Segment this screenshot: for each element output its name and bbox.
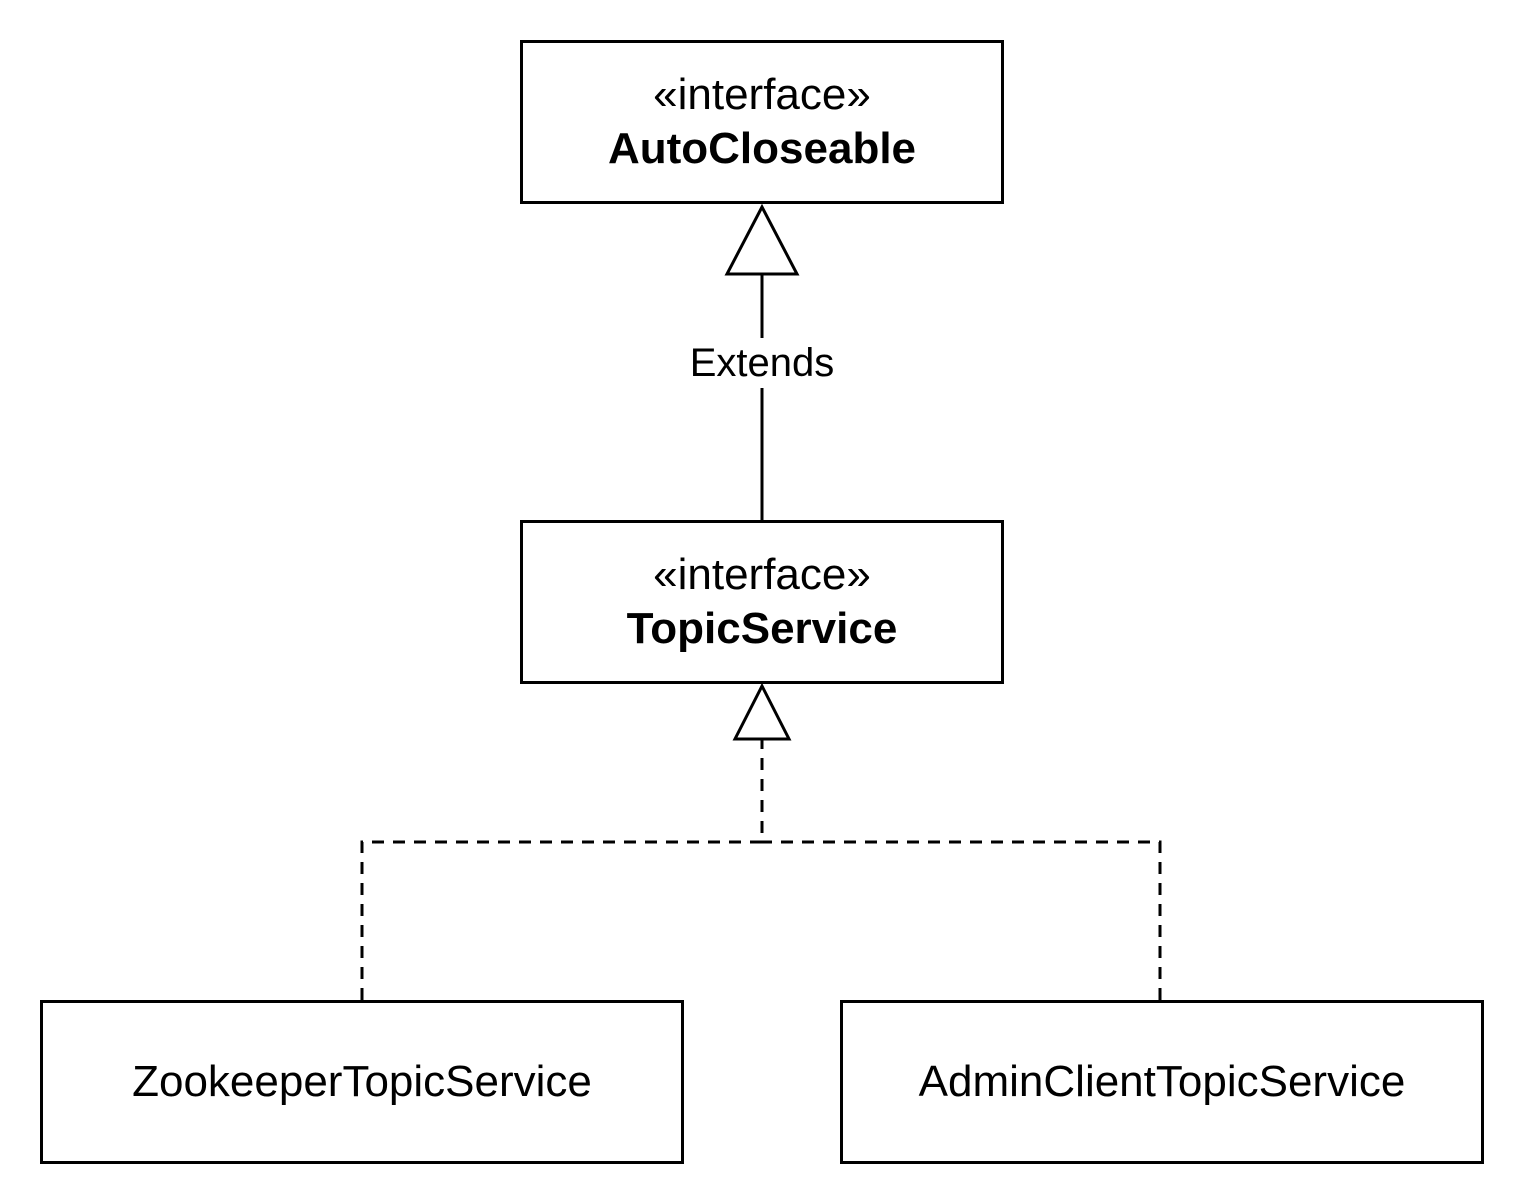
topicservice-stereotype: «interface» (653, 550, 871, 599)
extends-arrowhead-icon (724, 203, 800, 276)
zookeeper-topic-service-class-box[interactable]: ZookeeperTopicService (40, 1000, 684, 1164)
autocloseable-name: AutoCloseable (607, 124, 917, 173)
realization-connector-adminclient (762, 840, 1162, 1000)
realization-arrowhead-icon (732, 682, 792, 741)
autocloseable-stereotype: «interface» (653, 70, 871, 119)
autocloseable-interface-box[interactable]: «interface» AutoCloseable (520, 40, 1004, 204)
admin-client-topic-service-name: AdminClientTopicService (918, 1057, 1406, 1106)
extends-label: Extends (682, 338, 842, 388)
topicservice-name: TopicService (626, 604, 898, 653)
topicservice-interface-box[interactable]: «interface» TopicService (520, 520, 1004, 684)
realization-connector-zookeeper (360, 739, 764, 1000)
zookeeper-topic-service-name: ZookeeperTopicService (132, 1057, 592, 1106)
admin-client-topic-service-class-box[interactable]: AdminClientTopicService (840, 1000, 1484, 1164)
